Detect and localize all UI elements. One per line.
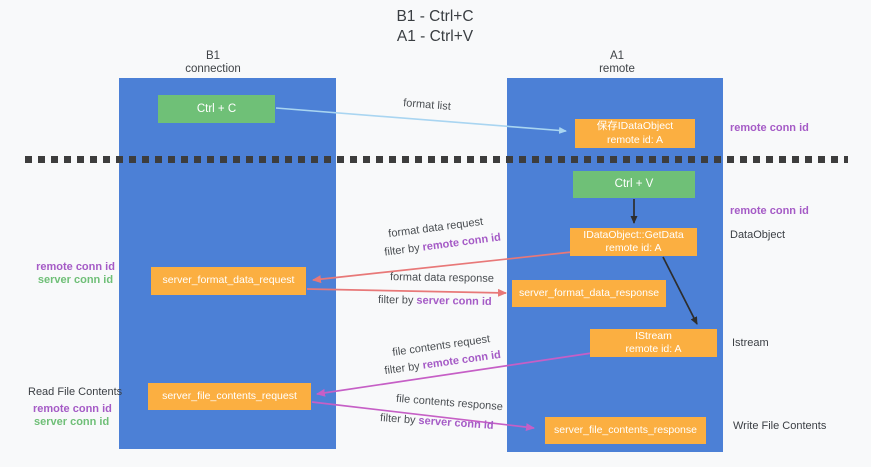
ctrl-v-label: Ctrl + V bbox=[614, 178, 654, 191]
right-remote-conn-id-label-top: remote conn id bbox=[730, 122, 809, 134]
filter-by-text: filter by bbox=[379, 412, 416, 427]
left-server-conn-id-label-top: server conn id bbox=[37, 274, 114, 286]
ctrl-v-box: Ctrl + V bbox=[573, 171, 695, 198]
getdata-line2: remote id: A bbox=[605, 242, 662, 254]
left-remote-conn-id-label-top: remote conn id bbox=[36, 261, 115, 273]
server-format-data-request-label: server_format_data_request bbox=[162, 274, 295, 287]
istream-line2: remote id: A bbox=[625, 343, 682, 355]
session-separator-dashed-line bbox=[25, 156, 848, 163]
read-file-contents-label: Read File Contents bbox=[28, 386, 123, 398]
remote-conn-id-text: remote conn id bbox=[421, 231, 502, 254]
right-remote-conn-id-label-mid: remote conn id bbox=[730, 205, 809, 217]
lane-b1-role: connection bbox=[185, 63, 241, 76]
title-line-a1: A1 - Ctrl+V bbox=[396, 28, 474, 46]
filter-by-text: filter by bbox=[383, 360, 421, 378]
server-file-contents-request-box: server_file_contents_request bbox=[148, 383, 311, 410]
filter-by-text: filter by bbox=[383, 242, 421, 259]
save-idataobject-box: 保存IDataObject remote id: A bbox=[575, 119, 695, 148]
lane-a1-role: remote bbox=[599, 63, 635, 76]
server-file-contents-response-label: server_file_contents_response bbox=[553, 423, 697, 436]
save-idataobject-line1: 保存IDataObject bbox=[596, 120, 674, 133]
lane-b1-name: B1 bbox=[205, 50, 221, 62]
istream-side-label: Istream bbox=[732, 337, 769, 349]
dataobject-label: DataObject bbox=[730, 229, 786, 241]
title-line-b1: B1 - Ctrl+C bbox=[396, 8, 474, 25]
format-list-label: format list bbox=[402, 97, 452, 113]
lane-a1-name: A1 bbox=[609, 50, 625, 62]
ctrl-c-label: Ctrl + C bbox=[196, 102, 237, 115]
filter-by-text: filter by bbox=[377, 294, 414, 307]
save-idataobject-line2: remote id: A bbox=[606, 133, 664, 146]
server-file-contents-request-label: server_file_contents_request bbox=[162, 389, 297, 402]
istream-box: IStream remote id: A bbox=[590, 329, 717, 357]
server-format-data-response-label: server_format_data_response bbox=[518, 286, 660, 299]
left-remote-conn-id-label-bottom: remote conn id bbox=[33, 403, 112, 415]
getdata-line1: IDataObject::GetData bbox=[583, 228, 684, 241]
arrow-format-data-response bbox=[306, 288, 507, 297]
server-file-contents-response-box: server_file_contents_response bbox=[545, 417, 706, 444]
server-format-data-response-box: server_format_data_response bbox=[512, 280, 666, 307]
format-data-response-label: format data response bbox=[389, 271, 495, 285]
file-contents-response-label: file contents response bbox=[395, 392, 504, 414]
server-conn-id-text: server conn id bbox=[416, 294, 492, 308]
server-format-data-request-box: server_format_data_request bbox=[151, 267, 306, 295]
diagram-title: B1 - Ctrl+C A1 - Ctrl+V bbox=[340, 7, 530, 47]
idataobject-getdata-box: IDataObject::GetData remote id: A bbox=[570, 228, 697, 256]
write-file-contents-label: Write File Contents bbox=[733, 420, 827, 432]
ctrl-c-box: Ctrl + C bbox=[158, 95, 275, 123]
istream-line1: IStream bbox=[635, 329, 672, 342]
left-server-conn-id-label-bottom: server conn id bbox=[34, 416, 110, 428]
server-conn-id-text: server conn id bbox=[418, 414, 494, 432]
lane-header-a1-remote: A1 remote bbox=[557, 50, 677, 76]
lane-header-b1-connection: B1 connection bbox=[153, 50, 273, 76]
